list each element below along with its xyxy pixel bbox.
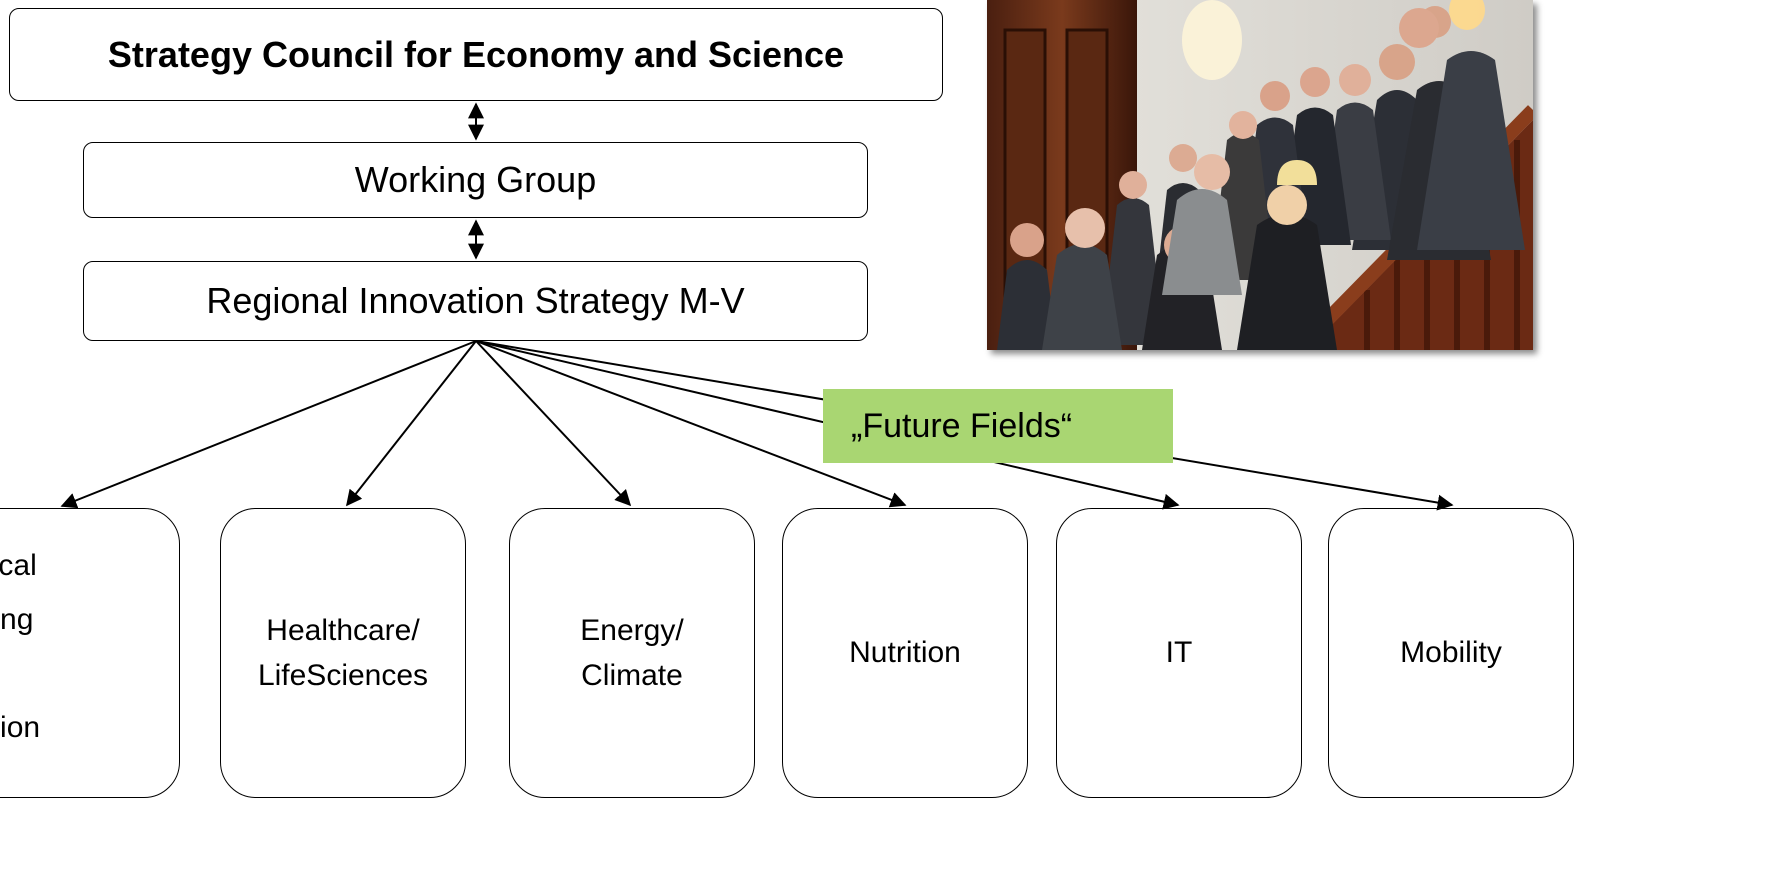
regional-innovation-strategy-box: Regional Innovation Strategy M-V bbox=[83, 261, 868, 341]
field-energy: Energy/ Climate bbox=[509, 508, 755, 798]
field-mechanical-line-4: nstruction bbox=[0, 711, 41, 744]
field-energy-line-1: Energy/ bbox=[580, 614, 684, 647]
future-fields-label-box: „Future Fields“ bbox=[823, 389, 1173, 463]
field-it: IT bbox=[1056, 508, 1302, 798]
group-photo-illustration bbox=[987, 0, 1533, 350]
arrow-to-mechanical bbox=[60, 340, 477, 509]
field-mechanical-line-2: gineering bbox=[0, 603, 34, 636]
field-mechanical-engineering: echanical gineering d nstruction bbox=[0, 508, 180, 798]
arrow-to-healthcare bbox=[346, 340, 477, 507]
field-healthcare-line-2: LifeSciences bbox=[257, 659, 429, 692]
field-healthcare-line-1: Healthcare/ bbox=[266, 614, 420, 647]
strategy-council-box: Strategy Council for Economy and Science bbox=[9, 8, 943, 101]
arrow-to-energy bbox=[475, 340, 632, 507]
field-mobility-label: Mobility bbox=[1400, 636, 1502, 669]
group-photo-image bbox=[987, 0, 1533, 350]
field-nutrition: Nutrition bbox=[782, 508, 1028, 798]
field-energy-line-2: Climate bbox=[581, 659, 683, 692]
future-fields-label: „Future Fields“ bbox=[851, 406, 1073, 445]
strategy-council-label: Strategy Council for Economy and Science bbox=[107, 33, 845, 75]
field-mobility: Mobility bbox=[1328, 508, 1574, 798]
regional-innovation-strategy-label: Regional Innovation Strategy M-V bbox=[206, 280, 745, 321]
working-group-label: Working Group bbox=[354, 159, 597, 200]
field-it-label: IT bbox=[1165, 636, 1193, 669]
working-group-box: Working Group bbox=[83, 142, 868, 218]
field-mechanical-line-1: echanical bbox=[0, 549, 37, 582]
field-nutrition-label: Nutrition bbox=[849, 636, 961, 669]
field-healthcare: Healthcare/ LifeSciences bbox=[220, 508, 466, 798]
arrow-to-nutrition bbox=[475, 340, 907, 508]
